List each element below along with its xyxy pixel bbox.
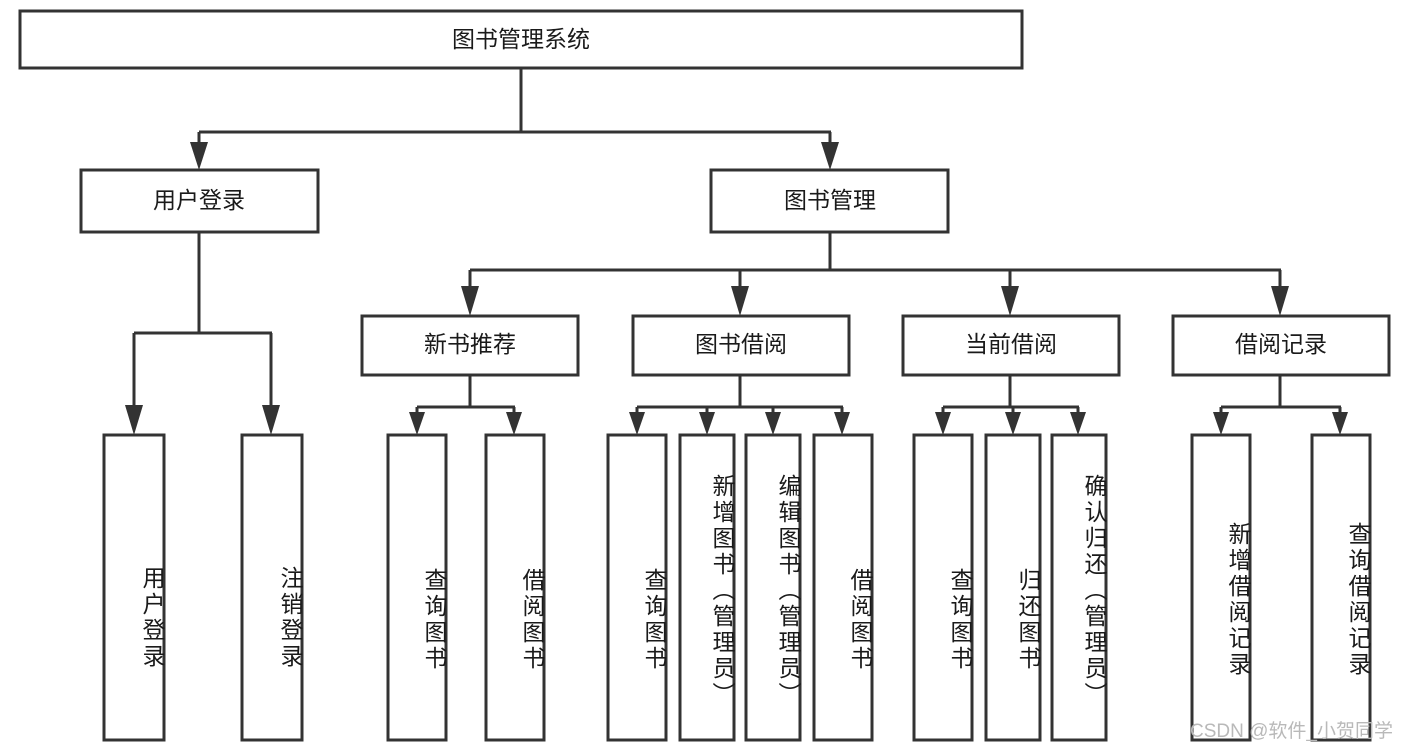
csdn-watermark: CSDN @软件_小贺同学 bbox=[1190, 721, 1393, 742]
connector-group-user-login bbox=[125, 232, 280, 435]
arrow-head-leaf-borrow-book-new bbox=[506, 412, 522, 435]
node-leaf-user-login-rect[interactable] bbox=[102, 433, 166, 742]
node-leaf-confirm-return-admin-rect[interactable] bbox=[1050, 433, 1108, 742]
node-root[interactable]: 图书管理系统 bbox=[18, 9, 1024, 70]
node-leaf-logout-login-rect[interactable] bbox=[240, 433, 304, 742]
node-leaf-add-borrow-record-rect[interactable] bbox=[1190, 433, 1252, 742]
connector-group-borrow-record bbox=[1213, 375, 1348, 435]
arrow-head-current-borrow bbox=[1001, 286, 1019, 316]
node-borrow-record-label: 借阅记录 bbox=[1235, 331, 1327, 357]
node-new-book-recommend[interactable]: 新书推荐 bbox=[360, 314, 580, 377]
arrow-head-book-management bbox=[821, 142, 839, 170]
node-book-management-rect bbox=[709, 168, 950, 234]
arrow-head-leaf-logout-login bbox=[262, 405, 280, 435]
node-current-borrow-label: 当前借阅 bbox=[965, 331, 1057, 357]
node-new-book-recommend-rect bbox=[360, 314, 580, 377]
node-root-label: 图书管理系统 bbox=[452, 26, 590, 52]
node-leaf-edit-book-admin-rect[interactable] bbox=[744, 433, 802, 742]
node-leaf-query-borrow-record-rect[interactable] bbox=[1310, 433, 1372, 742]
arrow-head-leaf-add-book-admin bbox=[699, 412, 715, 435]
node-user-login-label: 用户登录 bbox=[153, 187, 245, 213]
arrow-head-leaf-user-login bbox=[125, 405, 143, 435]
node-book-borrow-label: 图书借阅 bbox=[695, 331, 787, 357]
arrow-head-leaf-confirm-return-admin bbox=[1070, 412, 1086, 435]
arrow-head-leaf-query-borrow-record bbox=[1332, 412, 1348, 435]
node-user-login-rect bbox=[79, 168, 320, 234]
node-leaf-return-book-rect[interactable] bbox=[984, 433, 1042, 742]
node-leaf-add-book-admin-rect[interactable] bbox=[678, 433, 736, 742]
node-user-login[interactable]: 用户登录 bbox=[79, 168, 320, 234]
node-current-borrow[interactable]: 当前借阅 bbox=[901, 314, 1121, 377]
node-leaf-borrow-book-rect[interactable] bbox=[812, 433, 874, 742]
node-current-borrow-rect bbox=[901, 314, 1121, 377]
node-leaf-query-book-new-rect[interactable] bbox=[386, 433, 448, 742]
node-root-rect bbox=[18, 9, 1024, 70]
node-leaf-query-book-borrow-rect[interactable] bbox=[606, 433, 668, 742]
node-new-book-recommend-label: 新书推荐 bbox=[424, 331, 516, 357]
node-book-management[interactable]: 图书管理 bbox=[709, 168, 950, 234]
connector-group-new-book-recommend bbox=[409, 375, 522, 435]
node-book-borrow[interactable]: 图书借阅 bbox=[631, 314, 851, 377]
arrow-head-leaf-query-book-current bbox=[935, 412, 951, 435]
node-borrow-record[interactable]: 借阅记录 bbox=[1171, 314, 1391, 377]
arrow-head-borrow-record bbox=[1271, 286, 1289, 316]
arrow-head-leaf-add-borrow-record bbox=[1213, 412, 1229, 435]
connector-group-current-borrow bbox=[935, 375, 1086, 435]
node-book-borrow-rect bbox=[631, 314, 851, 377]
arrow-head-leaf-return-book bbox=[1005, 412, 1021, 435]
node-leaf-query-book-current-rect[interactable] bbox=[912, 433, 974, 742]
arrow-head-leaf-edit-book-admin bbox=[765, 412, 781, 435]
connector-group-book-borrow bbox=[629, 375, 850, 435]
arrow-head-new-book-recommend bbox=[461, 286, 479, 316]
connector-group-book-management bbox=[461, 232, 1289, 316]
arrow-head-leaf-query-book-borrow bbox=[629, 412, 645, 435]
node-book-management-label: 图书管理 bbox=[784, 187, 876, 213]
node-borrow-record-rect bbox=[1171, 314, 1391, 377]
leaf-boxes bbox=[102, 433, 1372, 742]
arrow-head-user-login bbox=[190, 142, 208, 170]
arrow-head-leaf-borrow-book bbox=[834, 412, 850, 435]
arrow-head-book-borrow bbox=[731, 286, 749, 316]
connector-group-root bbox=[190, 68, 839, 170]
node-leaf-borrow-book-new-rect[interactable] bbox=[484, 433, 546, 742]
arrow-head-leaf-query-book-new bbox=[409, 412, 425, 435]
